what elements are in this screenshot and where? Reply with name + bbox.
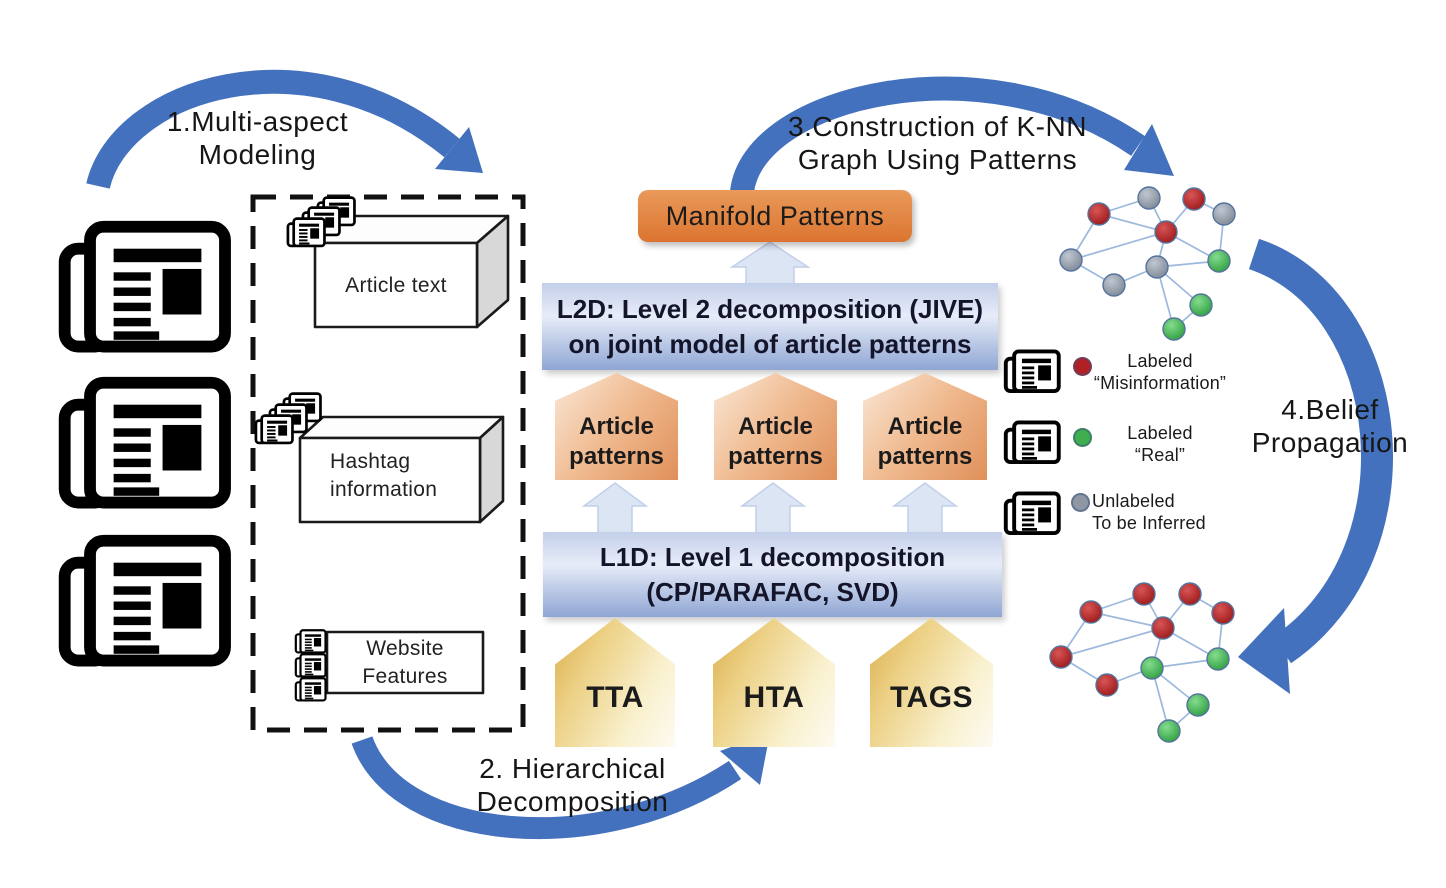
knn-graph (1059, 186, 1236, 341)
belief-propagation-graph (1049, 582, 1235, 743)
graph-edge (1070, 231, 1167, 261)
newspaper-icon (65, 541, 225, 661)
graph-node-gray (1102, 273, 1126, 297)
legend-unlabeled-label: Unlabeled To be Inferred (1092, 491, 1206, 533)
l2d-box: L2D: Level 2 decomposition (JIVE) on joi… (542, 283, 998, 370)
graph-node-gray (1137, 186, 1161, 210)
hashtag-information-tensor (254, 392, 505, 524)
real-dot-icon (1073, 428, 1092, 447)
graph-node-red (1182, 187, 1206, 211)
legend-newspaper-icon (1003, 349, 1061, 394)
website-features-matrix (294, 629, 485, 702)
article-patterns-pentagon: Article patterns (863, 373, 987, 480)
unlabeled-dot-icon (1071, 493, 1090, 512)
arrow-step4-belief-propagation (1238, 238, 1393, 694)
newspaper-icon (65, 227, 225, 347)
step3-label: 3.Construction of K-NN Graph Using Patte… (788, 111, 1087, 176)
newspaper-stack-icon (254, 414, 294, 445)
newspaper-stack-icon (294, 653, 327, 678)
misinformation-dot-icon (1073, 357, 1092, 376)
website-features-label: Website Features (362, 637, 448, 689)
legend-misinformation-label: Labeled “Misinformation” (1093, 351, 1227, 393)
article-text-label: Article text (345, 274, 447, 297)
hashtag-information-label: Hashtag information (330, 450, 438, 502)
graph-node-green (1186, 693, 1210, 717)
step4-label: 4.Belief Propagation (1251, 394, 1409, 459)
graph-node-red (1079, 600, 1103, 624)
graph-node-red (1178, 582, 1202, 606)
newspaper-stack-icon (286, 217, 326, 248)
graph-node-green (1140, 656, 1164, 680)
graph-edge (1090, 611, 1164, 629)
step1-label: 1.Multi-aspect Modeling (166, 106, 349, 171)
article-text-tensor (286, 196, 510, 329)
up-arrow-icon (729, 241, 811, 285)
up-arrow-icon (891, 482, 959, 535)
l1d-box: L1D: Level 1 decomposition (CP/PARAFAC, … (543, 532, 1002, 617)
up-arrow-icon (739, 482, 807, 535)
graph-node-red (1151, 616, 1175, 640)
step2-label: 2. Hierarchical Decomposition (476, 753, 669, 818)
legend-newspaper-icon (1003, 491, 1061, 536)
newspaper-stack-icon (294, 677, 327, 702)
graph-node-gray (1145, 255, 1169, 279)
graph-node-green (1162, 317, 1186, 341)
graph-node-red (1095, 673, 1119, 697)
newspaper-icon (65, 383, 225, 503)
legend-real-label: Labeled “Real” (1127, 423, 1193, 465)
legend-newspaper-icon (1003, 420, 1061, 465)
graph-edge (1060, 627, 1164, 658)
graph-node-red (1211, 601, 1235, 625)
arrow-step3-knn-graph-construction (730, 76, 1174, 195)
multi-aspect-dashed-box (250, 194, 526, 733)
graph-node-green (1207, 249, 1231, 273)
up-arrow-icon (581, 482, 649, 535)
graph-node-red (1132, 582, 1156, 606)
graph-node-gray (1212, 202, 1236, 226)
newspaper-stack-icon (294, 629, 327, 654)
graph-node-green (1189, 293, 1213, 317)
graph-node-red (1087, 202, 1111, 226)
manifold-patterns-box: Manifold Patterns (638, 190, 912, 242)
graph-node-red (1154, 220, 1178, 244)
graph-node-green (1206, 647, 1230, 671)
graph-node-gray (1059, 248, 1083, 272)
graph-node-green (1157, 719, 1181, 743)
graph-node-red (1049, 645, 1073, 669)
arrow-step1-multi-aspect-modeling (86, 69, 483, 190)
